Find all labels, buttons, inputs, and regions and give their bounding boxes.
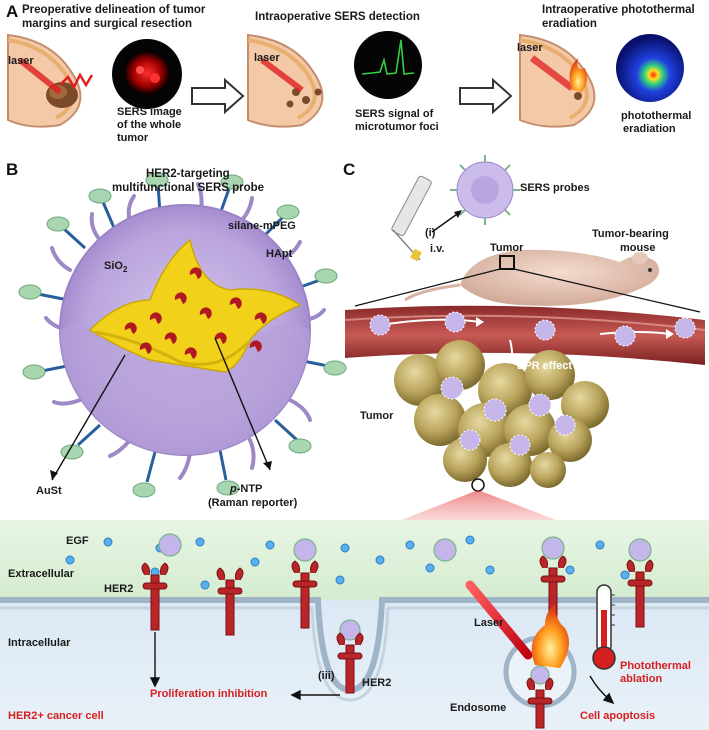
- step3-title-line2: eradiation: [542, 18, 597, 30]
- tumor-top-label: Tumor: [490, 242, 524, 254]
- arrow-a-2: [459, 77, 513, 115]
- step2-caption-2: microtumor foci: [355, 121, 439, 133]
- step2-laser-label: laser: [254, 52, 280, 64]
- aust-label: AuSt: [36, 485, 62, 497]
- photothermal-line1: Photothermal: [620, 660, 691, 672]
- step1-laser-label: laser: [8, 55, 34, 67]
- endosome-label: Endosome: [450, 702, 507, 714]
- mouse: [404, 249, 660, 306]
- iv-label: i.v.: [430, 243, 445, 255]
- arrow-a-1: [191, 77, 245, 115]
- extracellular-label: Extracellular: [8, 568, 75, 580]
- step-iii-label: (iii): [318, 670, 335, 682]
- flame-icon: [531, 604, 569, 668]
- panel-a-breast-3: [519, 33, 596, 128]
- heat-map-image: [616, 34, 684, 102]
- her2-left-label: HER2: [104, 583, 134, 595]
- her2-receptors: [141, 555, 654, 729]
- tumor-cluster: [369, 311, 696, 492]
- gold-nanostar: [88, 238, 302, 373]
- egf-label: EGF: [66, 535, 89, 547]
- proliferation-inhibition-label: Proliferation inhibition: [150, 688, 268, 700]
- sers-probe-icon-c: [450, 155, 520, 225]
- panel-b-letter: B: [6, 160, 19, 179]
- panel-a-breast-1: [7, 33, 94, 128]
- cell-apoptosis-label: Cell apoptosis: [580, 710, 656, 722]
- intracellular-label: Intracellular: [8, 637, 71, 649]
- step1-caption-3: tumor: [117, 132, 149, 144]
- step1-caption-1: SERS image: [117, 106, 182, 118]
- step3-laser-label: laser: [517, 42, 543, 54]
- photothermal-line2: ablation: [620, 673, 663, 685]
- step3-title-line1: Intraoperative photothermal: [542, 4, 695, 16]
- step-i-label: (i): [425, 227, 436, 239]
- egf-particles: [65, 535, 630, 590]
- panel-a-breast-2: [247, 33, 324, 128]
- probe-title-line2: multifunctional SERS probe: [112, 182, 265, 194]
- cell-arrows: [149, 632, 615, 705]
- cancer-cell-label: HER2+ cancer cell: [8, 710, 104, 722]
- tumor-left-label: Tumor: [360, 410, 394, 422]
- tumor-mouse-line1: Tumor-bearing: [592, 228, 669, 240]
- thermometer-icon: [592, 584, 616, 670]
- raman-reporter-molecules: [124, 267, 267, 359]
- laser-cell-label: Laser: [474, 617, 504, 629]
- probe-title-line1: HER2-targeting: [146, 168, 230, 180]
- laser-rod: [465, 580, 533, 660]
- sio2-label: SiO2: [104, 260, 128, 275]
- panel-a-letter: A: [6, 2, 19, 21]
- sers-probes-label: SERS probes: [520, 182, 590, 194]
- step2-title: Intraoperative SERS detection: [255, 11, 420, 23]
- hapt-leaves: [18, 172, 347, 498]
- step-ii-label: (ii): [484, 352, 498, 364]
- sers-probe-illustration: [18, 172, 347, 498]
- step2-caption-1: SERS signal of: [355, 108, 434, 120]
- epr-effect-label: EPR effect: [517, 360, 573, 372]
- egf-probes: [158, 533, 652, 685]
- panel-c-letter: C: [343, 160, 356, 179]
- tumor-mouse-line2: mouse: [620, 242, 656, 254]
- step1-caption-2: of the whole: [117, 119, 182, 131]
- step1-title-line1: Preoperative delineation of tumor: [22, 4, 206, 16]
- silane-mpeg-label: silane-mPEG: [228, 220, 296, 232]
- raman-reporter-label: (Raman reporter): [208, 497, 298, 509]
- hapt-label: HApt: [266, 248, 293, 260]
- pntp-label: p-NTP: [230, 483, 263, 495]
- syringe: [391, 175, 432, 262]
- step3-caption-2: eradiation: [623, 123, 676, 135]
- sers-spectrum-microtumor: [354, 31, 422, 99]
- blood-vessel: [344, 305, 706, 384]
- sers-image-whole-tumor: [112, 39, 182, 109]
- step3-caption-1: photothermal: [621, 110, 692, 122]
- her2-mid-label: HER2: [362, 677, 392, 689]
- step1-title-line2: margins and surgical resection: [22, 18, 193, 30]
